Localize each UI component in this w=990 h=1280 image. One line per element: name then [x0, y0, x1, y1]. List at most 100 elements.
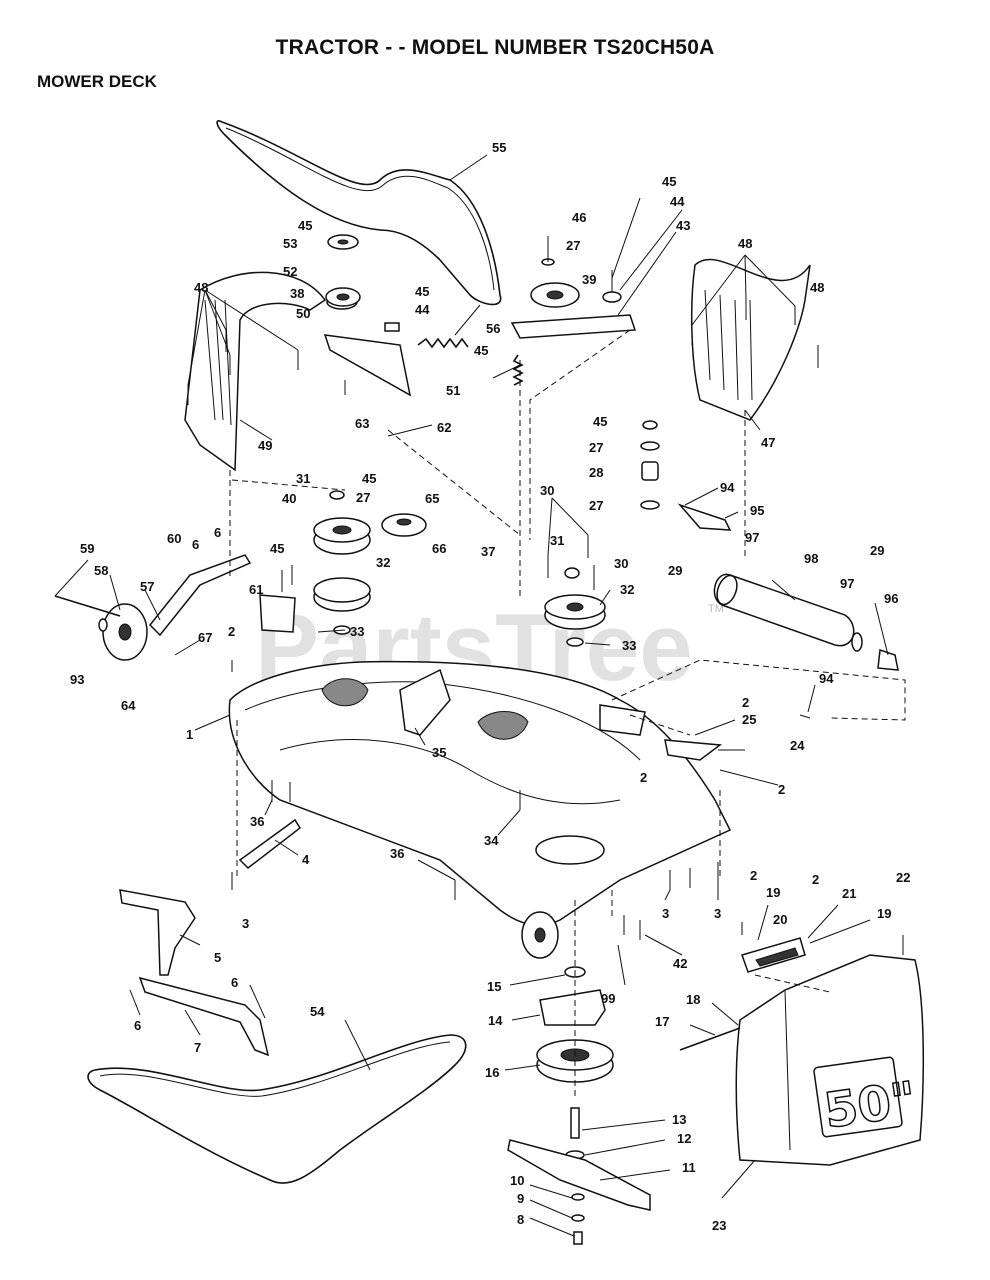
part-callout-46: 46 — [572, 210, 586, 225]
part-callout-54: 54 — [310, 1004, 325, 1019]
part-callout-32: 32 — [376, 555, 390, 570]
washer-33-right — [566, 637, 584, 647]
part-callout-48: 48 — [810, 280, 824, 295]
part-callout-30: 30 — [614, 556, 628, 571]
part-callout-16: 16 — [485, 1065, 499, 1080]
part-callout-64: 64 — [121, 698, 136, 713]
part-callout-45: 45 — [298, 218, 312, 233]
part-callout-8: 8 — [517, 1212, 524, 1227]
part-callout-58: 58 — [94, 563, 108, 578]
part-callout-19: 19 — [766, 885, 780, 900]
belt-55 — [216, 120, 502, 306]
part-callout-38: 38 — [290, 286, 304, 301]
part-callout-28: 28 — [589, 465, 603, 480]
part-callout-24: 24 — [790, 738, 805, 753]
spindle-left — [321, 678, 369, 707]
part-callout-65: 65 — [425, 491, 439, 506]
part-callout-62: 62 — [437, 420, 451, 435]
idler-arm-43 — [510, 314, 637, 339]
part-callout-45: 45 — [662, 174, 676, 189]
part-callout-14: 14 — [488, 1013, 503, 1028]
part-callout-18: 18 — [686, 992, 700, 1007]
part-callout-2: 2 — [778, 782, 785, 797]
part-callout-67: 67 — [198, 630, 212, 645]
bracket-5 — [119, 889, 196, 976]
part-callout-23: 23 — [712, 1218, 726, 1233]
part-callout-36: 36 — [390, 846, 404, 861]
part-callout-51: 51 — [446, 383, 460, 398]
deck-size-badge: 50" — [821, 1071, 920, 1139]
part-callout-11: 11 — [682, 1160, 696, 1175]
part-callout-61: 61 — [249, 582, 263, 597]
blade-11 — [507, 1139, 651, 1211]
part-callout-94: 94 — [819, 671, 834, 686]
part-callout-39: 39 — [582, 272, 596, 287]
part-callout-95: 95 — [750, 503, 764, 518]
part-callout-49: 49 — [258, 438, 272, 453]
mower-deck-1 — [228, 660, 732, 926]
part-callout-48: 48 — [738, 236, 752, 251]
axle-bracket-95 — [677, 503, 732, 531]
part-callout-12: 12 — [677, 1131, 691, 1146]
rod-17 — [679, 1027, 741, 1051]
watermark-tm: TM — [708, 603, 724, 615]
part-callout-32: 32 — [620, 582, 634, 597]
part-callout-45: 45 — [362, 471, 376, 486]
part-callout-2: 2 — [742, 695, 749, 710]
part-callout-6: 6 — [214, 525, 221, 540]
part-callout-2: 2 — [640, 770, 647, 785]
part-callout-33: 33 — [622, 638, 636, 653]
part-callout-25: 25 — [742, 712, 756, 727]
part-callout-44: 44 — [415, 302, 430, 317]
part-callout-19: 19 — [877, 906, 891, 921]
idler-bracket-50 — [323, 334, 412, 397]
spacer-28 — [641, 461, 659, 481]
part-callout-45: 45 — [593, 414, 607, 429]
part-callout-59: 59 — [80, 541, 94, 556]
part-callout-36: 36 — [250, 814, 264, 829]
bracket-4 — [238, 818, 301, 869]
part-callout-10: 10 — [510, 1173, 524, 1188]
part-callout-31: 31 — [550, 533, 564, 548]
part-callout-53: 53 — [283, 236, 297, 251]
part-callout-30: 30 — [540, 483, 554, 498]
part-callout-97: 97 — [745, 530, 759, 545]
part-callout-56: 56 — [486, 321, 500, 336]
fasteners — [187, 300, 904, 955]
washer-44 — [384, 322, 400, 332]
part-callout-97: 97 — [840, 576, 854, 591]
arm-57 — [148, 554, 252, 637]
part-number-callouts: 5545535238504544564627394544434551484848… — [70, 140, 910, 1233]
part-callout-45: 45 — [474, 343, 488, 358]
part-callout-2: 2 — [228, 624, 235, 639]
part-callout-20: 20 — [773, 912, 787, 927]
part-callout-2: 2 — [750, 868, 757, 883]
part-callout-93: 93 — [70, 672, 84, 687]
part-callout-43: 43 — [676, 218, 690, 233]
part-callout-2: 2 — [812, 872, 819, 887]
part-callout-21: 21 — [842, 886, 856, 901]
part-callout-94: 94 — [720, 480, 735, 495]
part-callout-47: 47 — [761, 435, 775, 450]
part-callout-6: 6 — [231, 975, 238, 990]
belt-54 — [87, 1034, 467, 1184]
spring-20 — [755, 947, 799, 967]
bracket-24 — [664, 739, 723, 761]
leader-lines — [54, 154, 889, 1237]
part-callout-34: 34 — [484, 833, 499, 848]
part-callout-40: 40 — [282, 491, 296, 506]
part-callout-96: 96 — [884, 591, 898, 606]
part-callout-42: 42 — [673, 956, 687, 971]
part-callout-15: 15 — [487, 979, 501, 994]
page-title: TRACTOR - - MODEL NUMBER TS20CH50A — [275, 36, 715, 59]
part-callout-31: 31 — [296, 471, 310, 486]
part-callout-27: 27 — [566, 238, 580, 253]
part-callout-4: 4 — [302, 852, 310, 867]
part-callout-37: 37 — [481, 544, 495, 559]
section-title: MOWER DECK — [37, 72, 157, 91]
part-callout-1: 1 — [186, 727, 193, 742]
part-callout-3: 3 — [242, 916, 249, 931]
part-callout-45: 45 — [270, 541, 284, 556]
